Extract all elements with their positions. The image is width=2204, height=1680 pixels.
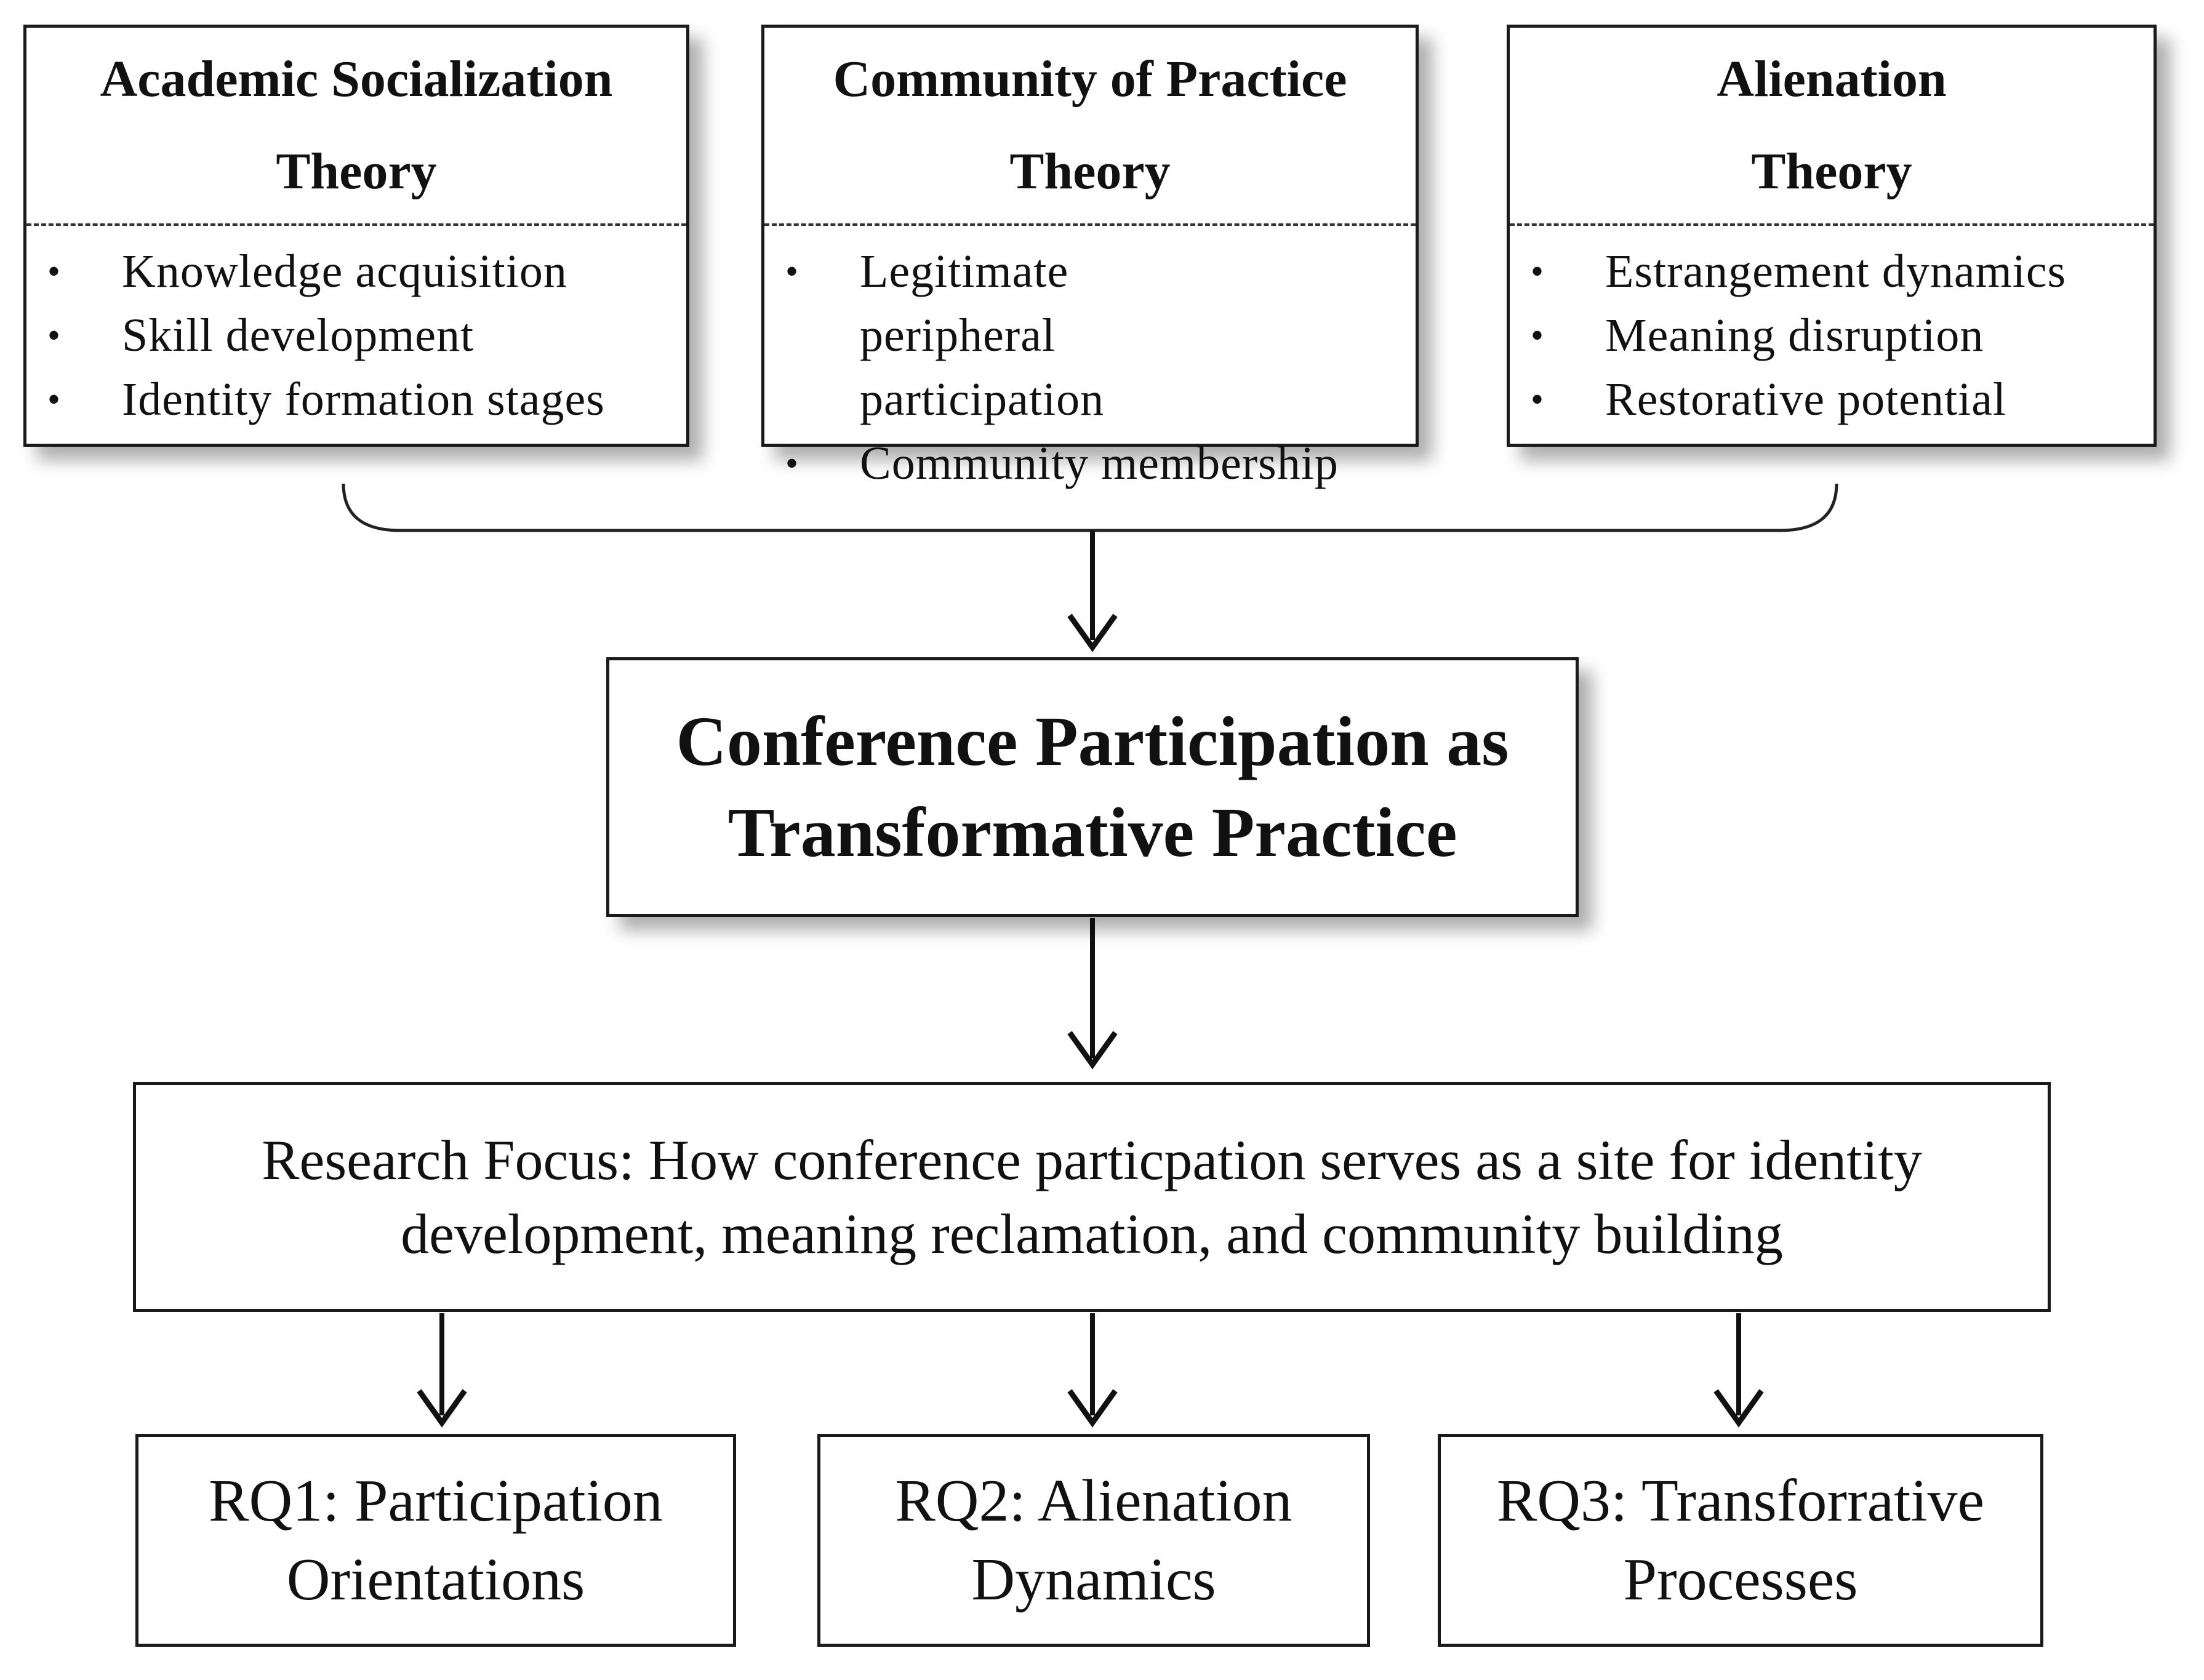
- arrow-brace-to-center-head: [1067, 614, 1118, 652]
- rq3-line1: RQ3: Transforrative: [1496, 1468, 1985, 1534]
- research-focus-box: Research Focus: How conference particpat…: [133, 1082, 2051, 1312]
- central-concept-line1: Conference Participation as: [676, 702, 1509, 780]
- theory-box-alienation: Alienation Theory Estrangement dynamics …: [1507, 25, 2157, 447]
- theory-title-line2: Theory: [1009, 143, 1171, 200]
- bullet-item: Meaning disruption: [1510, 303, 2141, 367]
- bullet-item: Community membership: [764, 431, 1338, 495]
- dashed-divider: [26, 223, 686, 226]
- theory-title-line2: Theory: [1751, 143, 1912, 200]
- rq1-line1: RQ1: Participation: [209, 1468, 663, 1534]
- rq3-box: RQ3: Transforrative Processes: [1438, 1434, 2043, 1647]
- arrow-focus-to-rq1-head: [417, 1389, 467, 1428]
- theory-bullet-list: Estrangement dynamics Meaning disruption…: [1510, 239, 2154, 431]
- theory-title: Community of Practice Theory: [764, 28, 1416, 223]
- rq1-line2: Orientations: [286, 1546, 585, 1613]
- dashed-divider: [764, 223, 1416, 226]
- theory-title: Academic Socialization Theory: [26, 28, 686, 223]
- arrow-center-to-focus-head: [1067, 1031, 1118, 1070]
- bullet-item: Restorative potential: [1510, 367, 2141, 431]
- research-focus-line1: Research Focus: How conference particpat…: [262, 1129, 1922, 1191]
- bullet-item: Identity formation stages: [26, 367, 674, 431]
- rq2-box: RQ2: Alienation Dynamics: [817, 1434, 1370, 1647]
- theory-box-academic-socialization: Academic Socialization Theory Knowledge …: [23, 25, 689, 447]
- theory-title-line1: Alienation: [1717, 50, 1947, 108]
- bullet-item: Estrangement dynamics: [1510, 239, 2141, 303]
- arrow-focus-to-rq2-head: [1067, 1389, 1118, 1428]
- theory-bullet-list: Legitimate peripheral participation Comm…: [764, 239, 1416, 495]
- theory-title-line1: Community of Practice: [833, 50, 1347, 108]
- central-concept-box: Conference Participation as Transformati…: [606, 657, 1579, 917]
- rq1-box: RQ1: Participation Orientations: [135, 1434, 736, 1647]
- theory-box-community-of-practice: Community of Practice Theory Legitimate …: [761, 25, 1419, 495]
- central-concept-line2: Transformative Practice: [727, 793, 1457, 871]
- bullet-item: Legitimate peripheral participation: [764, 239, 1231, 431]
- arrow-focus-to-rq3-head: [1713, 1389, 1764, 1428]
- dashed-divider: [1510, 223, 2154, 226]
- rq2-line1: RQ2: Alienation: [895, 1468, 1292, 1534]
- theory-bullet-list: Knowledge acquisition Skill development …: [26, 239, 686, 431]
- theory-title: Alienation Theory: [1510, 28, 2154, 223]
- bullet-item: Knowledge acquisition: [26, 239, 674, 303]
- theory-title-line1: Academic Socialization: [100, 50, 613, 108]
- rq2-line2: Dynamics: [971, 1546, 1216, 1613]
- theory-title-line2: Theory: [276, 143, 437, 200]
- research-focus-line2: development, meaning reclamation, and co…: [401, 1202, 1783, 1265]
- rq3-line2: Processes: [1623, 1546, 1858, 1613]
- bullet-item: Skill development: [26, 303, 674, 367]
